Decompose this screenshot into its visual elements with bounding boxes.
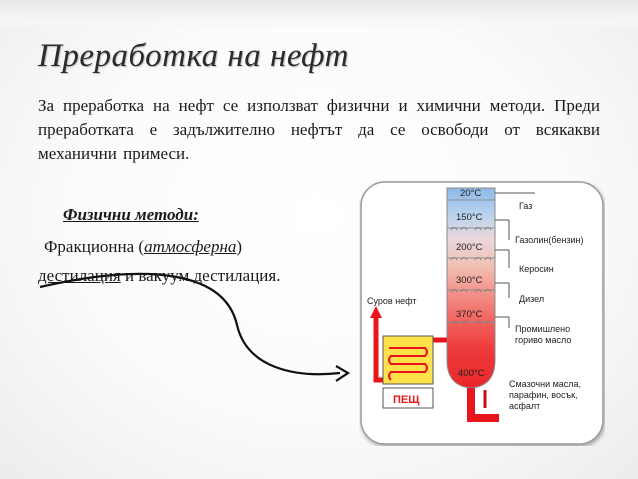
distillation-column	[446, 187, 496, 389]
method-rest: и вакуум дестилация.	[120, 266, 281, 285]
distillation-diagram: 20°C 150°C 200°C 300°C 370°C 400°C Газ Г…	[360, 181, 604, 445]
method-line-1: Фракционна (атмосферна)	[44, 237, 242, 257]
side-draws	[495, 192, 535, 328]
method-distillation: дестилация	[38, 266, 121, 285]
fraction-fuel-oil-2: гориво масло	[515, 335, 571, 345]
temp-20: 20°C	[460, 188, 481, 199]
fraction-gasoline: Газолин(бензин)	[515, 235, 584, 245]
method-suffix: )	[236, 237, 243, 256]
method-line-2: дестилация и вакуум дестилация.	[38, 266, 280, 286]
fraction-fuel-oil-1: Промишлено	[515, 324, 570, 334]
top-rule	[0, 0, 638, 30]
temp-150: 150°C	[456, 212, 483, 223]
fraction-lubricants-1: Смазочни масла,	[509, 379, 581, 389]
furnace: ПЕЩ	[382, 335, 434, 409]
temp-300: 300°C	[456, 275, 483, 286]
intro-paragraph: За преработка на нефт се използват физич…	[38, 96, 600, 163]
slide-title: Преработка на нефт	[38, 38, 349, 74]
temp-400: 400°C	[458, 368, 485, 379]
feed-arrowhead	[370, 306, 382, 318]
temp-370: 370°C	[456, 309, 483, 320]
fraction-diesel: Дизел	[519, 294, 544, 304]
fraction-lubricants-3: асфалт	[509, 401, 540, 411]
fraction-kerosene: Керосин	[519, 264, 554, 274]
method-atmospheric: атмосферна	[144, 237, 237, 256]
fraction-gas: Газ	[519, 201, 532, 211]
temp-200: 200°C	[456, 242, 483, 253]
temperature-labels: 20°C 150°C 200°C 300°C 370°C 400°C	[456, 188, 485, 379]
physical-methods-heading: Физични методи:	[63, 205, 199, 224]
furnace-label: ПЕЩ	[393, 394, 420, 406]
fraction-lubricants-2: парафин, восък,	[509, 390, 578, 400]
fraction-labels: Газ Газолин(бензин) Керосин Дизел Промиш…	[509, 201, 584, 411]
crude-oil-label: Суров нефт	[367, 296, 417, 306]
method-prefix: Фракционна (	[44, 237, 145, 256]
